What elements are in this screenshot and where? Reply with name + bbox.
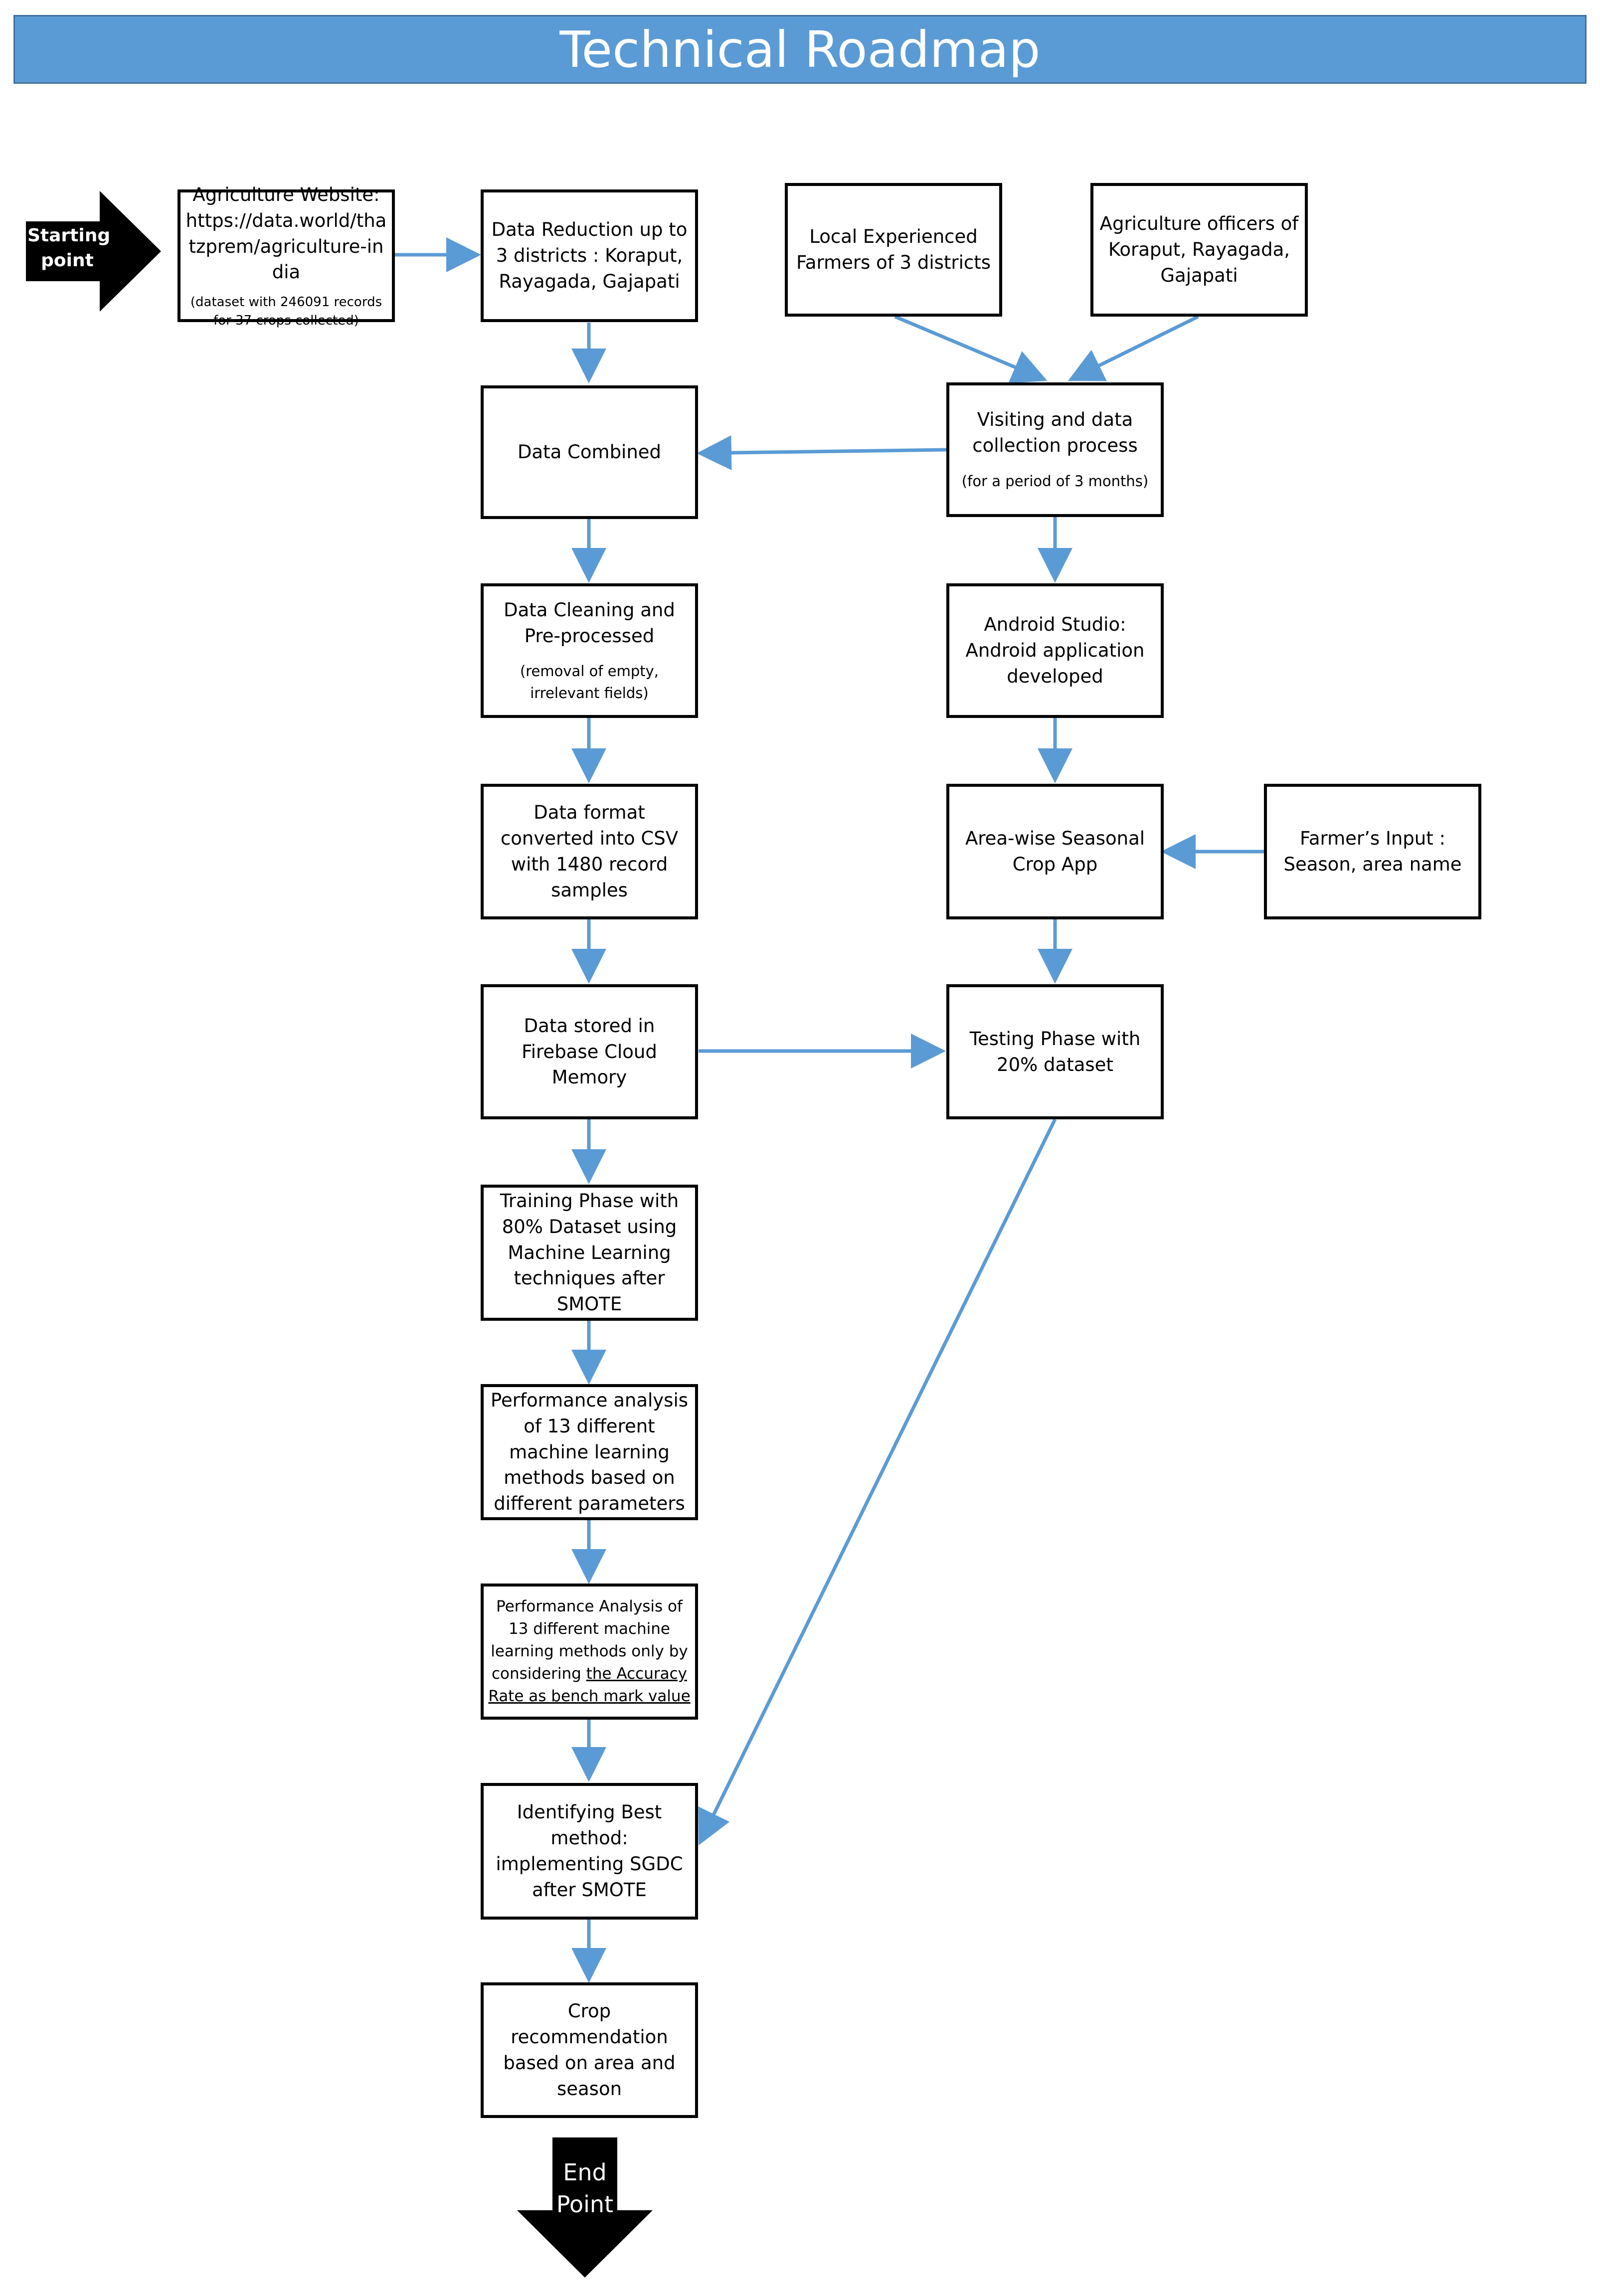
box-data-combined: Data Combined	[481, 385, 698, 519]
connector-testing-to-best	[698, 1118, 1057, 1846]
box-testing-phase: Testing Phase with 20% dataset	[946, 984, 1164, 1119]
performance-accuracy-text: Performance Analysis of 13 different mac…	[488, 1595, 691, 1708]
connector-officers-to-visiting	[1067, 315, 1199, 381]
csv-format-text: Data format converted into CSV with 1480…	[500, 802, 679, 901]
visiting-text: Visiting and data collection process	[972, 409, 1138, 457]
local-farmers-text: Local Experienced Farmers of 3 districts	[796, 226, 991, 273]
connector-farmers-to-visiting	[894, 315, 1048, 383]
crop-recommendation-text: Crop recommendation based on area and se…	[503, 2000, 676, 2100]
start-arrow	[26, 191, 161, 312]
box-data-reduction: Data Reduction up to 3 districts : Korap…	[481, 189, 698, 322]
agriculture-officers-text: Agriculture officers of Koraput, Rayagad…	[1099, 213, 1299, 286]
performance-accuracy-plain: Performance Analysis of 13 different mac…	[491, 1597, 688, 1683]
data-combined-text: Data Combined	[517, 441, 662, 463]
box-android-studio: Android Studio: Android application deve…	[946, 583, 1164, 718]
box-csv-format: Data format converted into CSV with 1480…	[481, 784, 698, 919]
training-phase-text: Training Phase with 80% Dataset using Ma…	[500, 1190, 679, 1315]
agriculture-website-subtext: (dataset with 246091 records for 37 crop…	[190, 295, 382, 328]
box-agriculture-officers: Agriculture officers of Koraput, Rayagad…	[1090, 183, 1308, 317]
box-local-farmers: Local Experienced Farmers of 3 districts	[785, 183, 1002, 317]
box-best-method: Identifying Best method: implementing SG…	[481, 1783, 698, 1920]
agriculture-website-text: Agriculture Website: https://data.world/…	[185, 184, 387, 283]
start-label: Starting point	[27, 225, 111, 271]
crop-app-text: Area-wise Seasonal Crop App	[965, 828, 1145, 875]
box-crop-recommendation: Crop recommendation based on area and se…	[481, 1982, 698, 2118]
firebase-text: Data stored in Firebase Cloud Memory	[522, 1015, 657, 1088]
box-agriculture-website: Agriculture Website: https://data.world/…	[178, 184, 395, 328]
box-farmer-input: Farmer’s Input : Season, area name	[1264, 784, 1481, 919]
box-performance-analysis: Performance analysis of 13 different mac…	[481, 1384, 698, 1520]
data-cleaning-subtext: (removal of empty, irrelevant fields)	[520, 663, 659, 702]
connector-visiting-to-combined	[697, 435, 948, 471]
performance-analysis-text: Performance analysis of 13 different mac…	[490, 1390, 689, 1515]
android-studio-text: Android Studio: Android application deve…	[965, 614, 1145, 687]
data-reduction-text: Data Reduction up to 3 districts : Korap…	[491, 219, 688, 292]
box-performance-accuracy: Performance Analysis of 13 different mac…	[481, 1584, 698, 1720]
performance-accuracy-underlined: the Accuracy Rate as bench mark value	[488, 1664, 691, 1705]
visiting-subtext: (for a period of 3 months)	[961, 473, 1149, 490]
end-label: End Point	[556, 2159, 614, 2218]
best-method-text: Identifying Best method: implementing SG…	[496, 1801, 683, 1901]
box-data-cleaning: Data Cleaning and Pre-processed (removal…	[481, 583, 698, 718]
title-bar: Technical Roadmap	[13, 15, 1587, 84]
page-title: Technical Roadmap	[559, 20, 1041, 79]
testing-phase-text: Testing Phase with 20% dataset	[969, 1028, 1141, 1075]
farmer-input-text: Farmer’s Input : Season, area name	[1283, 828, 1462, 875]
box-training-phase: Training Phase with 80% Dataset using Ma…	[481, 1185, 698, 1321]
data-cleaning-text: Data Cleaning and Pre-processed	[504, 599, 675, 647]
end-arrow	[517, 2137, 653, 2278]
box-crop-app: Area-wise Seasonal Crop App	[946, 784, 1164, 919]
box-firebase: Data stored in Firebase Cloud Memory	[481, 984, 698, 1119]
box-visiting-data-collection: Visiting and data collection process (fo…	[946, 382, 1164, 517]
